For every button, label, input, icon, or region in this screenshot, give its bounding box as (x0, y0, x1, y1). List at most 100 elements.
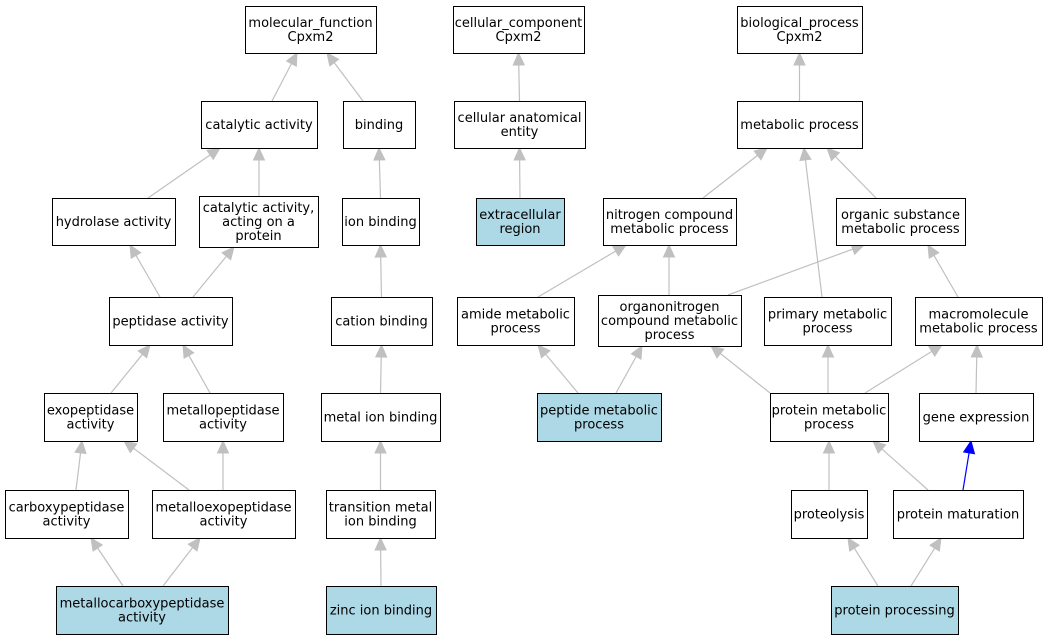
node-ion-binding[interactable]: ion binding (342, 198, 420, 246)
node-protein-maturation[interactable]: protein maturation (893, 490, 1024, 539)
edge-peptidase_activity-to-hydrolase_activity (135, 255, 161, 298)
node-label-line: gene expression (923, 411, 1030, 426)
arrowhead-metabolic_process-to-biological_process (793, 51, 806, 66)
arrowhead-gene_expression-to-macromolecule_metabolic (970, 343, 984, 358)
arrowhead-metalloexopeptidase-to-exopeptidase (123, 440, 138, 454)
node-label-line: activity (67, 418, 115, 433)
node-label-line: nitrogen compound (606, 208, 733, 223)
edge-protein_processing-to-protein_maturation (910, 547, 936, 587)
node-box (737, 6, 863, 54)
arrowhead-protein_maturation-to-protein_metabolic (872, 440, 887, 455)
arrowhead-peptide_metabolic-to-organonitrogen (630, 344, 643, 360)
node-box (199, 196, 319, 248)
arrowhead-exopeptidase-to-peptidase_activity (137, 344, 151, 359)
node-catalytic-activity[interactable]: catalytic activity (201, 101, 318, 149)
node-proteolysis[interactable]: proteolysis (791, 490, 868, 539)
node-cation-binding[interactable]: cation binding (331, 297, 433, 346)
edge-peptide_metabolic-to-organonitrogen (615, 356, 637, 394)
node-label-line: metabolic process (841, 222, 960, 237)
node-label-line: process (803, 322, 853, 337)
arrowhead-catalytic_activity_protein-to-catalytic_activity (252, 146, 266, 161)
arrowhead-protein_metabolic-to-organonitrogen (710, 345, 725, 359)
node-label-line: activity (118, 611, 166, 626)
node-box (163, 393, 284, 442)
arrowhead-metallocarboxypeptidase-to-metalloexopeptidase (187, 537, 201, 552)
arrowhead-protein_processing-to-proteolysis (847, 536, 860, 552)
node-box (915, 297, 1043, 346)
node-box (893, 490, 1024, 539)
node-label-line: acting on a (222, 215, 295, 230)
node-box (5, 490, 129, 539)
arrowhead-amide_metabolic-to-nitrogen_compound (612, 244, 628, 257)
node-label-line: catalytic activity, (203, 201, 315, 216)
node-label-line: ion binding (344, 515, 416, 530)
node-label-line: protein (235, 229, 281, 244)
node-label-line: region (499, 222, 540, 237)
node-gene-expression[interactable]: gene expression (919, 393, 1034, 442)
node-box (152, 490, 296, 539)
node-binding[interactable]: binding (343, 101, 416, 149)
node-label-line: organic substance (841, 208, 960, 223)
edge-binding-to-molecular_function (333, 62, 364, 102)
node-label-line: ion binding (344, 215, 416, 230)
node-protein-processing[interactable]: protein processing (831, 586, 959, 635)
arrowhead-metal_ion_binding-to-cation_binding (374, 343, 388, 358)
node-box (919, 393, 1034, 442)
edge-peptide_metabolic-to-amide_metabolic (545, 353, 579, 394)
edge-protein_maturation-to-protein_metabolic (881, 448, 929, 491)
node-box (245, 6, 377, 54)
node-label-line: activity (43, 515, 91, 530)
node-box (476, 198, 565, 246)
node-label-line: protein maturation (897, 508, 1020, 523)
node-box (836, 198, 966, 246)
edge-cellular_anatomical_entity-to-cellular_component (518, 64, 521, 102)
node-hydrolase-activity[interactable]: hydrolase activity (52, 198, 176, 246)
node-box (326, 490, 436, 539)
node-label-line: process (645, 328, 695, 343)
edge-primary_metabolic-to-metabolic_process (804, 159, 823, 298)
node-box (598, 295, 742, 347)
edge-metalloexopeptidase-to-exopeptidase (133, 447, 190, 491)
node-label-line: metabolic process (740, 118, 859, 133)
node-label-line: compound metabolic (601, 314, 738, 329)
node-label-line: organonitrogen (620, 300, 720, 315)
node-box (453, 6, 585, 54)
node-box (321, 393, 441, 442)
node-label-line: process (804, 418, 854, 433)
node-metal-ion-binding[interactable]: metal ion binding (321, 393, 441, 442)
node-zinc-ion-binding[interactable]: zinc ion binding (326, 586, 437, 635)
edge-metallopeptidase-to-peptidase_activity (188, 355, 211, 394)
node-peptidase-activity[interactable]: peptidase activity (109, 297, 233, 346)
node-label-line: exopeptidase (47, 404, 134, 419)
node-label-line: hydrolase activity (56, 215, 172, 230)
node-label-line: cellular anatomical (458, 111, 582, 126)
edge-gene_expression-to-macromolecule_metabolic (975, 356, 978, 394)
edge-ion_binding-to-binding (378, 159, 382, 199)
node-label-line: carboxypeptidase (9, 501, 125, 516)
arrowhead-organonitrogen-to-nitrogen_compound (662, 243, 676, 258)
node-label-line: metabolic process (610, 222, 729, 237)
arrowhead-protein_metabolic-to-macromolecule_metabolic (928, 344, 944, 357)
node-metabolic-process[interactable]: metabolic process (737, 101, 863, 149)
node-box (454, 101, 586, 149)
